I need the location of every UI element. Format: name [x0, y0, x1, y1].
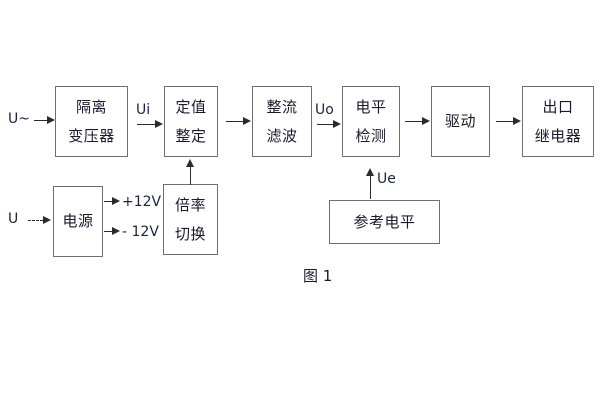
- arrow-setpoint-to-rectify: [243, 117, 251, 125]
- block-power-supply: 电源: [53, 186, 103, 257]
- block-setpoint-setting: 定值 整定: [164, 86, 218, 157]
- connector-level-to-drive: [405, 121, 422, 122]
- block-label-line: 检测: [355, 126, 387, 145]
- block-level-detection: 电平 检测: [342, 86, 400, 157]
- figure-caption: 图 1: [303, 267, 333, 285]
- arrow-power-to-pos12v: [112, 197, 120, 205]
- connector-isolation-to-setpoint: [137, 124, 155, 125]
- block-label-line: 滤波: [266, 126, 298, 145]
- block-multiplier-switch: 倍率 切换: [163, 184, 218, 255]
- block-label-line: 整定: [175, 126, 207, 145]
- signal-ui-label: Ui: [136, 102, 151, 118]
- block-label-line: 电源: [62, 212, 94, 230]
- arrow-power-to-neg12v: [112, 227, 120, 235]
- arrow-rectify-to-level: [333, 120, 341, 128]
- block-drive: 驱动: [431, 86, 490, 157]
- arrow-dc-input-to-power: [43, 216, 51, 224]
- block-label-line: 继电器: [534, 126, 582, 145]
- block-label-line: 驱动: [444, 112, 476, 130]
- connector-multiplier-to-setpoint: [190, 166, 191, 185]
- connector-rectify-to-level: [317, 124, 333, 125]
- connector-reference-to-level: [370, 175, 371, 199]
- block-label-line: 整流: [266, 97, 298, 116]
- block-label-line: 参考电平: [353, 212, 416, 231]
- block-reference-level: 参考电平: [329, 200, 440, 244]
- block-label-line: 定值: [175, 97, 207, 116]
- connector-input-to-isolation: [34, 120, 47, 121]
- input-ac-label: U~: [8, 111, 30, 127]
- supply-neg12v-label: - 12V: [122, 224, 159, 240]
- arrow-isolation-to-setpoint: [155, 120, 163, 128]
- supply-pos12v-label: +12V: [122, 194, 162, 210]
- arrow-reference-to-level: [366, 168, 374, 176]
- signal-ue-label: Ue: [377, 171, 396, 187]
- block-label-line: 变压器: [68, 126, 115, 145]
- arrow-input-to-isolation: [47, 116, 55, 124]
- connector-power-to-neg12v: [104, 231, 117, 232]
- signal-uo-label: Uo: [315, 102, 334, 118]
- input-dc-label: U: [8, 211, 19, 227]
- block-output-relay: 出口 继电器: [522, 86, 594, 157]
- arrow-drive-to-relay: [513, 117, 521, 125]
- arrow-level-to-drive: [422, 117, 430, 125]
- block-rectify-filter: 整流 滤波: [252, 86, 312, 157]
- block-label-line: 电平: [355, 97, 387, 116]
- connector-power-to-pos12v: [104, 201, 117, 202]
- block-isolation-transformer: 隔离 变压器: [55, 86, 128, 157]
- connector-dc-input-to-power: [28, 220, 43, 221]
- block-label-line: 隔离: [75, 97, 107, 116]
- connector-drive-to-relay: [496, 121, 513, 122]
- connector-setpoint-to-rectify: [226, 121, 243, 122]
- block-label-line: 出口: [542, 97, 574, 116]
- block-label-line: 切换: [174, 224, 206, 243]
- arrow-multiplier-to-setpoint: [186, 159, 194, 167]
- block-label-line: 倍率: [174, 195, 206, 214]
